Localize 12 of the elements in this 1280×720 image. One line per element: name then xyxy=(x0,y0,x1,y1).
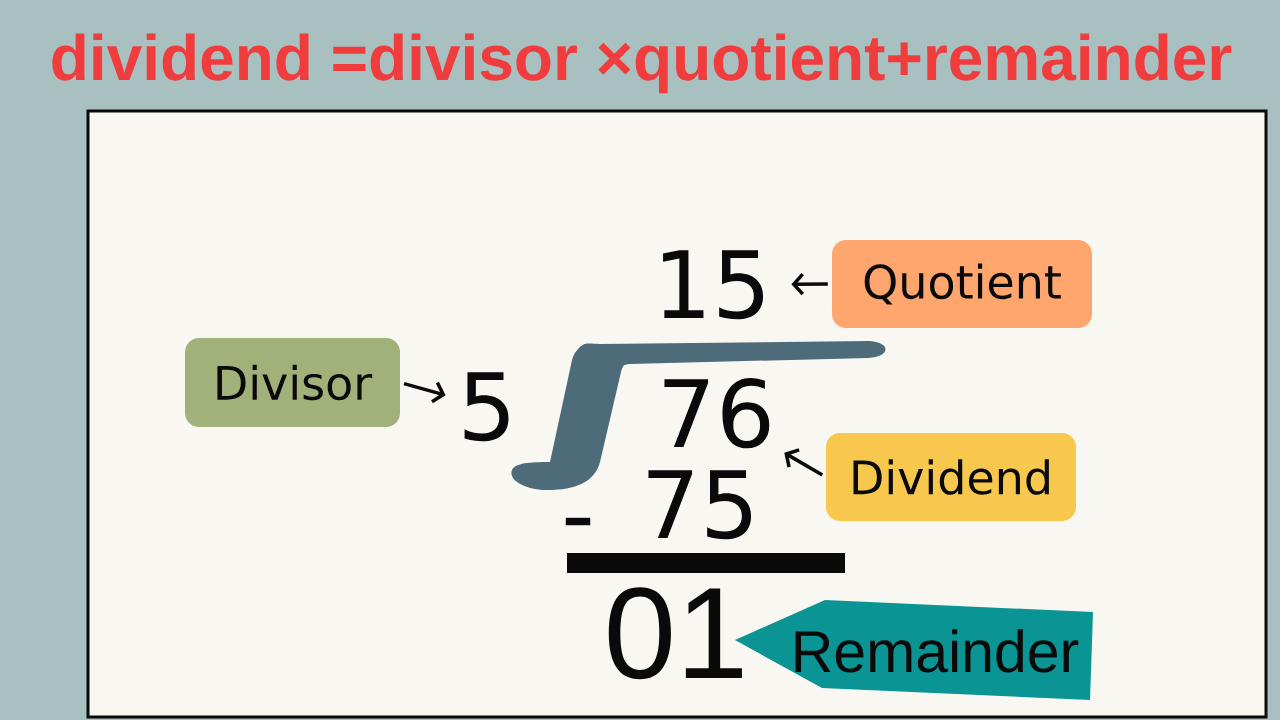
label-box: Dividend xyxy=(826,433,1076,521)
title: dividend =divisor ×quotient+remainder xyxy=(52,33,1232,94)
number: 76 xyxy=(664,377,770,449)
label-box: Divisor xyxy=(185,338,400,427)
number: 75 xyxy=(648,470,752,540)
number: 5 xyxy=(464,372,509,442)
label-box: Quotient xyxy=(832,240,1092,328)
minus-sign: - xyxy=(565,517,591,526)
number: 15 xyxy=(663,250,764,320)
arrow xyxy=(784,448,824,477)
arrow xyxy=(403,381,446,404)
arrow xyxy=(791,273,828,296)
